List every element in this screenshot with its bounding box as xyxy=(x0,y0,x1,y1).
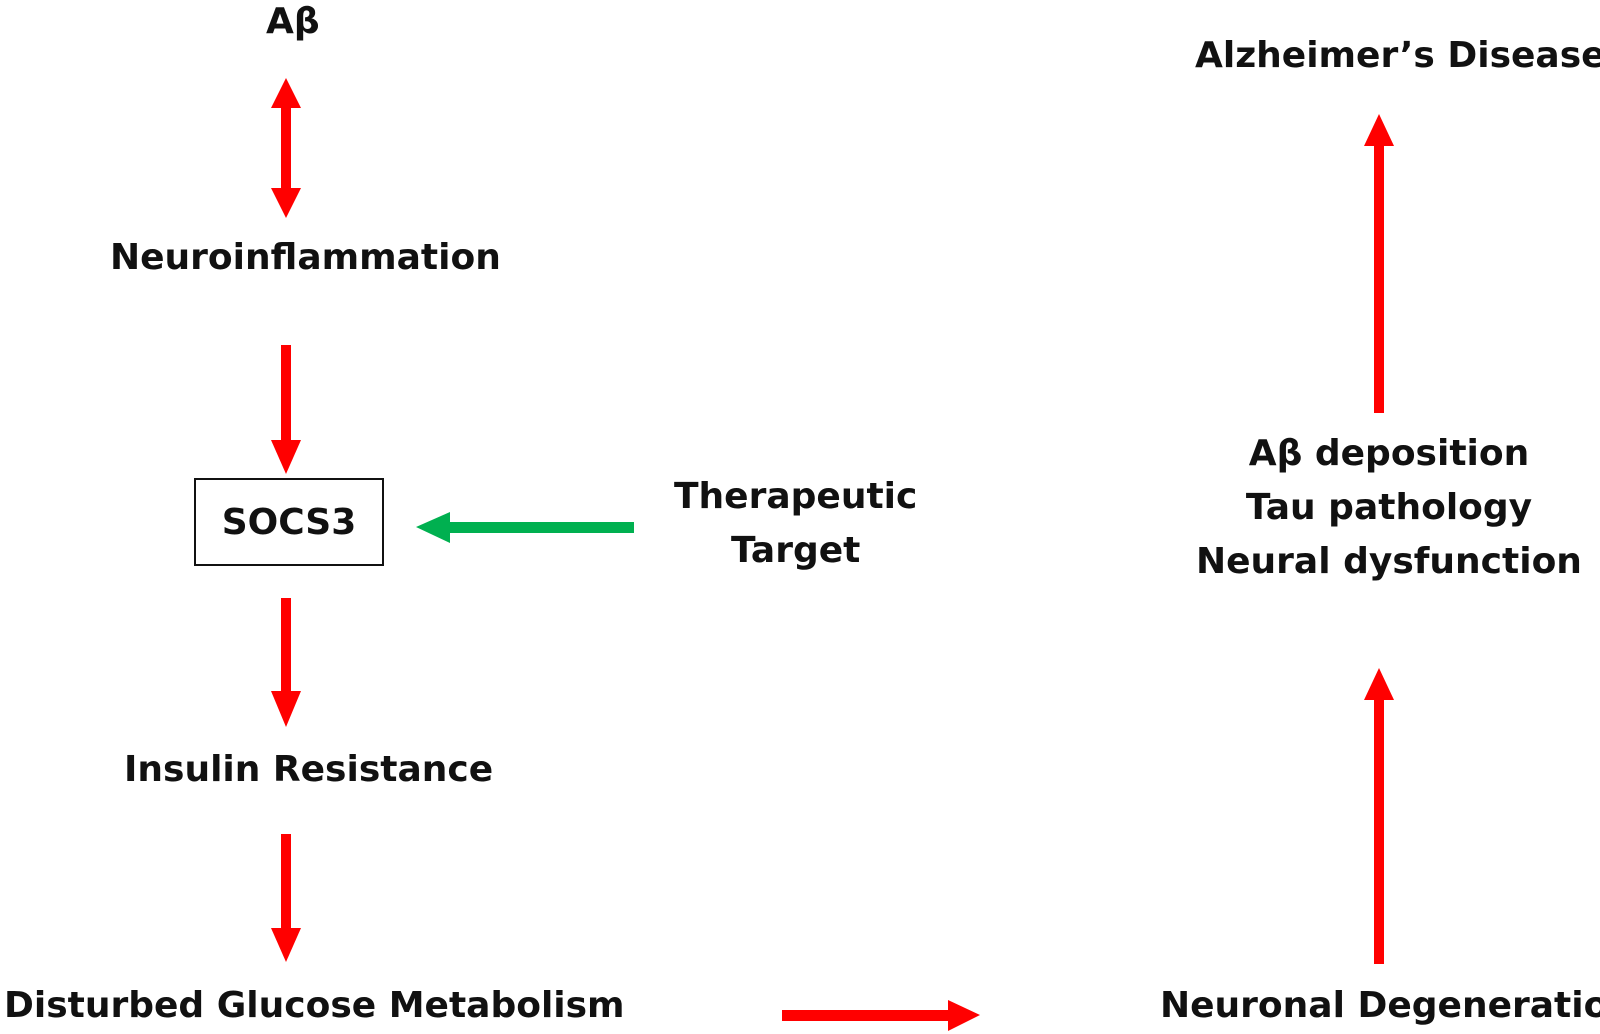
node-abeta: Aβ xyxy=(266,1,320,42)
arrow-abeta-neuroinflammation xyxy=(271,78,301,218)
node-insulin-resistance: Insulin Resistance xyxy=(124,749,494,790)
pathology-line-1: Aβ deposition xyxy=(1248,433,1530,474)
node-pathology: Aβ deposition Tau pathology Neural dysfu… xyxy=(1196,427,1582,589)
node-therapeutic-target: Therapeutic Target xyxy=(674,470,917,578)
arrow-insulin-glucose xyxy=(271,834,301,962)
node-socs3-label: SOCS3 xyxy=(221,501,357,543)
pathology-line-3: Neural dysfunction xyxy=(1196,541,1582,582)
node-disturbed-glucose-metabolism: Disturbed Glucose Metabolism xyxy=(4,985,625,1026)
node-socs3-box: SOCS3 xyxy=(194,478,384,566)
arrow-socs3-insulin xyxy=(271,598,301,727)
arrow-degeneration-pathology xyxy=(1364,668,1394,964)
arrow-glucose-degeneration xyxy=(782,1000,980,1031)
arrow-neuroinflammation-socs3 xyxy=(271,345,301,474)
arrow-therapeutic-socs3 xyxy=(416,512,634,543)
arrow-pathology-alzheimers xyxy=(1364,114,1394,413)
node-neuronal-degeneration: Neuronal Degeneration xyxy=(1160,985,1600,1026)
therapeutic-target-line-2: Target xyxy=(731,530,861,571)
node-neuroinflammation: Neuroinflammation xyxy=(110,237,501,278)
node-alzheimers-disease: Alzheimer’s Disease xyxy=(1195,35,1600,76)
pathology-line-2: Tau pathology xyxy=(1245,487,1533,528)
therapeutic-target-line-1: Therapeutic xyxy=(674,476,918,517)
